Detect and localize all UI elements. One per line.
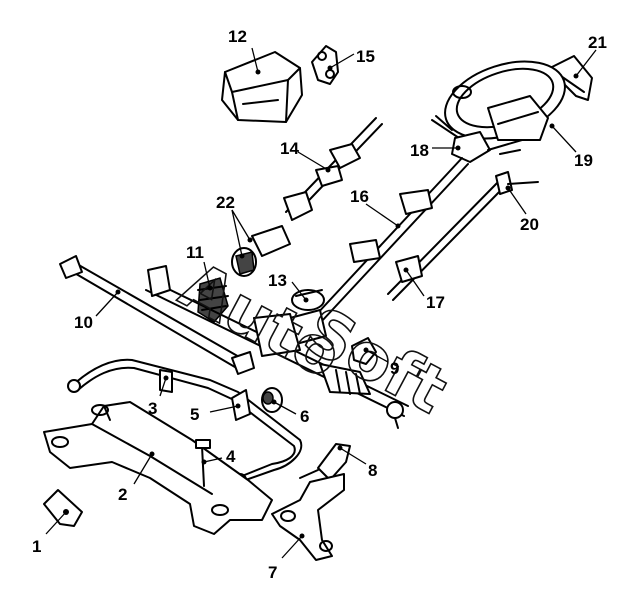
part-subframe-bolt xyxy=(195,439,211,487)
callout-22: 22 xyxy=(216,193,235,212)
part-wishbone xyxy=(271,473,345,561)
leader-dots xyxy=(63,65,579,539)
callout-9: 9 xyxy=(390,359,399,378)
part-bush xyxy=(261,387,283,413)
callout-11: 11 xyxy=(186,243,204,262)
callout-2: 2 xyxy=(118,485,127,504)
callout-17: 17 xyxy=(426,293,445,312)
callout-16: 16 xyxy=(350,187,369,206)
callout-7: 7 xyxy=(268,563,277,582)
part-column-cover xyxy=(221,51,303,123)
part-mounting-plate xyxy=(43,489,83,527)
part-steering-wheel xyxy=(444,60,566,141)
callout-6: 6 xyxy=(300,407,309,426)
part-tie-bar xyxy=(59,255,255,375)
callout-21: 21 xyxy=(588,33,607,52)
callout-5: 5 xyxy=(190,405,199,424)
part-column-bolt xyxy=(495,171,539,195)
part-universal-joint xyxy=(231,225,291,277)
callout-19: 19 xyxy=(574,151,593,170)
part-clamp xyxy=(231,389,251,421)
callout-13: 13 xyxy=(268,271,287,290)
callout-labels: 1 2 3 4 5 6 7 8 9 10 11 12 13 14 15 16 1… xyxy=(32,27,607,582)
part-subframe xyxy=(43,401,273,535)
callout-15: 15 xyxy=(356,47,375,66)
callout-10: 10 xyxy=(74,313,93,332)
callout-20: 20 xyxy=(520,215,539,234)
callout-4: 4 xyxy=(226,447,236,466)
watermark-line-2: Soft xyxy=(292,294,458,429)
callout-14: 14 xyxy=(280,139,299,158)
part-intermediate-shaft xyxy=(289,157,469,345)
callout-3: 3 xyxy=(148,399,157,418)
part-upper-shaft xyxy=(283,117,383,221)
part-steering-rack xyxy=(145,265,409,429)
part-lower-shaft xyxy=(387,179,506,301)
callout-8: 8 xyxy=(368,461,377,480)
callout-12: 12 xyxy=(228,27,247,46)
part-rack-bracket xyxy=(291,289,325,311)
callout-18: 18 xyxy=(410,141,429,160)
part-combination-switch xyxy=(431,115,523,163)
callout-1: 1 xyxy=(32,537,41,556)
leader-lines xyxy=(45,47,597,559)
part-bracket-top xyxy=(311,45,339,85)
